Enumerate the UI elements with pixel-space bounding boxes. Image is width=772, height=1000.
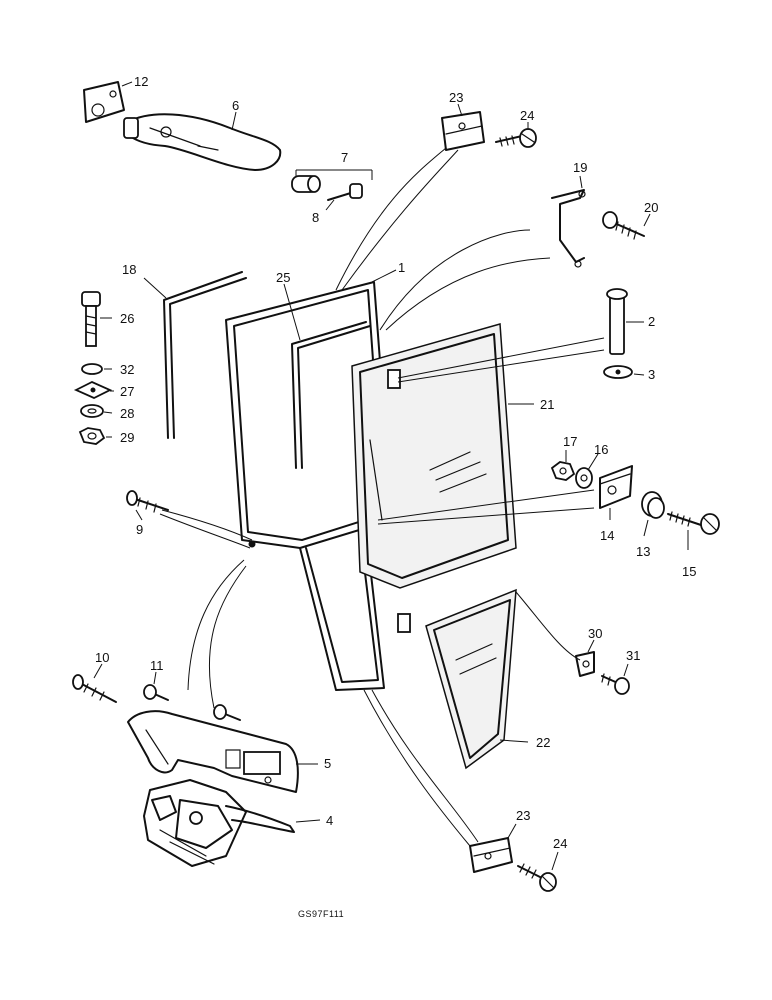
callout-17: 17 [563, 434, 577, 449]
callout-labels: 12 6 7 8 23 24 19 20 18 25 1 2 3 26 32 2… [95, 74, 696, 919]
callout-5: 5 [324, 756, 331, 771]
callout-31: 31 [626, 648, 640, 663]
part-6-door-handle[interactable] [123, 111, 282, 171]
callout-27: 27 [120, 384, 134, 399]
part-29-nut[interactable] [78, 427, 112, 445]
callout-22: 22 [536, 735, 550, 750]
callout-23a: 23 [449, 90, 463, 105]
callout-14: 14 [600, 528, 614, 543]
part-14-plate[interactable] [599, 465, 633, 520]
part-16-washer[interactable] [575, 453, 599, 489]
callout-3: 3 [648, 367, 655, 382]
part-10-bolt[interactable] [72, 663, 117, 703]
callout-1: 1 [398, 260, 405, 275]
part-21-window-glass[interactable] [351, 323, 605, 589]
callout-10: 10 [95, 650, 109, 665]
callout-7: 7 [341, 150, 348, 165]
part-1-door-frame[interactable] [225, 147, 551, 691]
callout-20: 20 [644, 200, 658, 215]
part-31-screw[interactable] [601, 663, 630, 695]
part-25-seal-strip[interactable] [283, 283, 371, 469]
part-2-hinge-pin[interactable] [606, 288, 644, 355]
callout-6: 6 [232, 98, 239, 113]
callout-24b: 24 [553, 836, 567, 851]
part-27-plate-washer[interactable] [73, 381, 114, 399]
callout-8: 8 [312, 210, 319, 225]
part-26-bolt[interactable] [81, 291, 112, 347]
callout-11: 11 [150, 658, 164, 673]
part-5-lock-cover[interactable] [127, 710, 318, 793]
callout-30: 30 [588, 626, 602, 641]
part-24-screw-bottom[interactable] [517, 851, 559, 892]
part-3-washer[interactable] [603, 365, 645, 379]
callout-18: 18 [122, 262, 136, 277]
callout-28: 28 [120, 406, 134, 421]
callout-4: 4 [326, 813, 333, 828]
callout-12: 12 [134, 74, 148, 89]
callout-26: 26 [120, 311, 134, 326]
part-11-screw[interactable] [143, 671, 169, 701]
callout-9: 9 [136, 522, 143, 537]
callout-21: 21 [540, 397, 554, 412]
callout-19: 19 [573, 160, 587, 175]
part-22-quarter-glass[interactable] [397, 588, 581, 770]
part-23-bracket-bottom[interactable] [363, 689, 517, 873]
callout-25: 25 [276, 270, 290, 285]
part-28-washer[interactable] [80, 404, 113, 418]
callout-16: 16 [594, 442, 608, 457]
drawing-code: GS97F111 [298, 909, 344, 919]
callout-24a: 24 [520, 108, 534, 123]
callout-32: 32 [120, 362, 134, 377]
part-18-seal-strip[interactable] [143, 271, 247, 439]
part-20-self-tapping-screw[interactable] [602, 211, 651, 240]
part-12-hinge-plate[interactable] [83, 81, 133, 123]
part-17-nut[interactable] [550, 450, 576, 481]
part-30-clip[interactable] [575, 639, 595, 677]
part-7-lock-cylinder[interactable] [291, 169, 373, 193]
part-19-strap-bracket[interactable] [551, 175, 586, 268]
part-15-bolt[interactable] [667, 511, 720, 550]
part-13-spacer[interactable] [641, 491, 665, 537]
part-screw-small[interactable] [187, 559, 247, 721]
callout-23b: 23 [516, 808, 530, 823]
part-4-lock-mechanism[interactable] [143, 779, 321, 867]
part-23-bracket-top[interactable] [441, 103, 485, 151]
part-32-washer[interactable] [81, 363, 112, 375]
callout-29: 29 [120, 430, 134, 445]
callout-15: 15 [682, 564, 696, 579]
callout-2: 2 [648, 314, 655, 329]
part-9-bolt[interactable] [126, 490, 253, 549]
callout-13: 13 [636, 544, 650, 559]
part-8-key[interactable] [325, 183, 363, 211]
part-24-screw-top[interactable] [495, 122, 537, 148]
